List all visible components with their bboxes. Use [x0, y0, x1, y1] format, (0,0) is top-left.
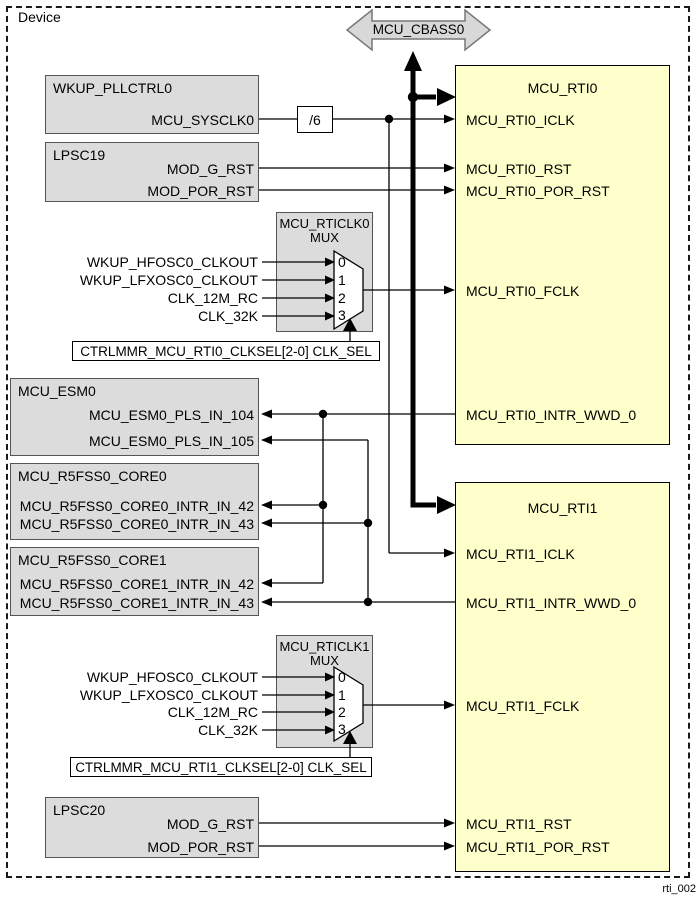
signal-core0-intr-in-43: MCU_R5FSS0_CORE0_INTR_IN_43 — [19, 516, 254, 532]
block-title: MCU_R5FSS0_CORE1 — [18, 552, 167, 568]
signal-rti1-iclk: MCU_RTI1_ICLK — [466, 546, 575, 562]
module-mcu-rti0: MCU_RTI0 MCU_RTI0_ICLK MCU_RTI0_RST MCU_… — [455, 65, 670, 445]
signal-core1-intr-in-42: MCU_R5FSS0_CORE1_INTR_IN_42 — [19, 576, 254, 592]
mux1-input-32k-label: CLK_32K — [198, 722, 258, 738]
mux1-option-0: 0 — [338, 669, 346, 685]
block-title: WKUP_PLLCTRL0 — [53, 80, 173, 96]
block-mcu-r5fss0-core0: MCU_R5FSS0_CORE0 MCU_R5FSS0_CORE0_INTR_I… — [10, 463, 259, 540]
block-lpsc19: LPSC19 MOD_G_RST MOD_POR_RST — [45, 142, 259, 202]
signal-rti0-fclk: MCU_RTI0_FCLK — [466, 283, 580, 299]
block-mcu-rticlk0: MCU_RTICLK0 MUX — [276, 212, 373, 332]
mux1-option-1: 1 — [338, 687, 346, 703]
mux0-input-32k-label: CLK_32K — [198, 308, 258, 324]
signal-rti0-por-rst: MCU_RTI0_POR_RST — [466, 183, 610, 199]
figure-id-label: rti_002 — [662, 883, 696, 895]
device-label: Device — [18, 9, 61, 25]
mux-subtitle: MUX — [310, 230, 339, 245]
block-title: LPSC19 — [53, 147, 106, 163]
mux0-option-2: 2 — [338, 290, 346, 306]
clock-divider-box: /6 — [297, 106, 333, 133]
cbass-bus-label: MCU_CBASS0 — [372, 22, 465, 37]
signal-core0-intr-in-42: MCU_R5FSS0_CORE0_INTR_IN_42 — [19, 498, 254, 514]
module-title: MCU_RTI1 — [527, 500, 598, 516]
signal-rti0-iclk: MCU_RTI0_ICLK — [466, 112, 575, 128]
ctrlmmr-rti1-clksel-box: CTRLMMR_MCU_RTI1_CLKSEL[2-0] CLK_SEL — [70, 757, 372, 777]
block-mcu-rticlk1: MCU_RTICLK1 MUX — [276, 635, 373, 748]
signal-esm0-pls-in-104: MCU_ESM0_PLS_IN_104 — [89, 407, 254, 423]
ctrlmmr-rti0-clksel-box: CTRLMMR_MCU_RTI0_CLKSEL[2-0] CLK_SEL — [72, 341, 380, 361]
signal-rti1-fclk: MCU_RTI1_FCLK — [466, 698, 580, 714]
mux1-option-3: 3 — [338, 721, 346, 737]
mux-subtitle: MUX — [310, 653, 339, 668]
mux1-input-lfxosc-label: WKUP_LFXOSC0_CLKOUT — [79, 687, 258, 703]
signal-mod-g-rst: MOD_G_RST — [166, 161, 254, 177]
block-title: MCU_ESM0 — [18, 383, 96, 399]
mux0-option-0: 0 — [338, 254, 346, 270]
mux0-input-lfxosc-label: WKUP_LFXOSC0_CLKOUT — [79, 272, 258, 288]
block-title: MCU_RTICLK0 — [279, 216, 370, 231]
block-title: MCU_R5FSS0_CORE0 — [18, 468, 167, 484]
block-title: LPSC20 — [53, 802, 106, 818]
signal-mcu-sysclk0: MCU_SYSCLK0 — [151, 112, 254, 128]
block-mcu-esm0: MCU_ESM0 MCU_ESM0_PLS_IN_104 MCU_ESM0_PL… — [10, 378, 259, 456]
ctrlmmr-rti0-clksel-label: CTRLMMR_MCU_RTI0_CLKSEL[2-0] CLK_SEL — [80, 343, 372, 359]
signal-rti1-rst: MCU_RTI1_RST — [466, 816, 572, 832]
block-mcu-r5fss0-core1: MCU_R5FSS0_CORE1 MCU_R5FSS0_CORE1_INTR_I… — [10, 547, 259, 616]
device-boundary — [6, 6, 690, 878]
mux1-option-2: 2 — [338, 704, 346, 720]
signal-rti0-rst: MCU_RTI0_RST — [466, 161, 572, 177]
signal-mod-por-rst: MOD_POR_RST — [147, 839, 254, 855]
signal-rti1-por-rst: MCU_RTI1_POR_RST — [466, 839, 610, 855]
signal-esm0-pls-in-105: MCU_ESM0_PLS_IN_105 — [89, 433, 254, 449]
signal-rti1-intr-wwd-0: MCU_RTI1_INTR_WWD_0 — [466, 595, 637, 611]
signal-rti0-intr-wwd-0: MCU_RTI0_INTR_WWD_0 — [466, 407, 637, 423]
module-title: MCU_RTI0 — [527, 80, 598, 96]
ctrlmmr-rti1-clksel-label: CTRLMMR_MCU_RTI1_CLKSEL[2-0] CLK_SEL — [75, 759, 367, 775]
signal-mod-g-rst: MOD_G_RST — [166, 816, 254, 832]
mux0-option-3: 3 — [338, 307, 346, 323]
signal-core1-intr-in-43: MCU_R5FSS0_CORE1_INTR_IN_43 — [19, 595, 254, 611]
mux0-input-12m-label: CLK_12M_RC — [167, 290, 258, 306]
block-title: MCU_RTICLK1 — [279, 639, 370, 654]
block-lpsc20: LPSC20 MOD_G_RST MOD_POR_RST — [45, 797, 259, 858]
mux0-option-1: 1 — [338, 272, 346, 288]
mux1-input-hfosc-label: WKUP_HFOSC0_CLKOUT — [86, 669, 258, 685]
module-mcu-rti1: MCU_RTI1 MCU_RTI1_ICLK MCU_RTI1_INTR_WWD… — [455, 482, 670, 872]
signal-mod-por-rst: MOD_POR_RST — [147, 183, 254, 199]
mux0-input-hfosc-label: WKUP_HFOSC0_CLKOUT — [86, 254, 258, 270]
mux1-input-12m-label: CLK_12M_RC — [167, 704, 258, 720]
clock-divider-label: /6 — [309, 111, 321, 128]
block-wkup-pllctrl0: WKUP_PLLCTRL0 MCU_SYSCLK0 — [45, 75, 259, 134]
